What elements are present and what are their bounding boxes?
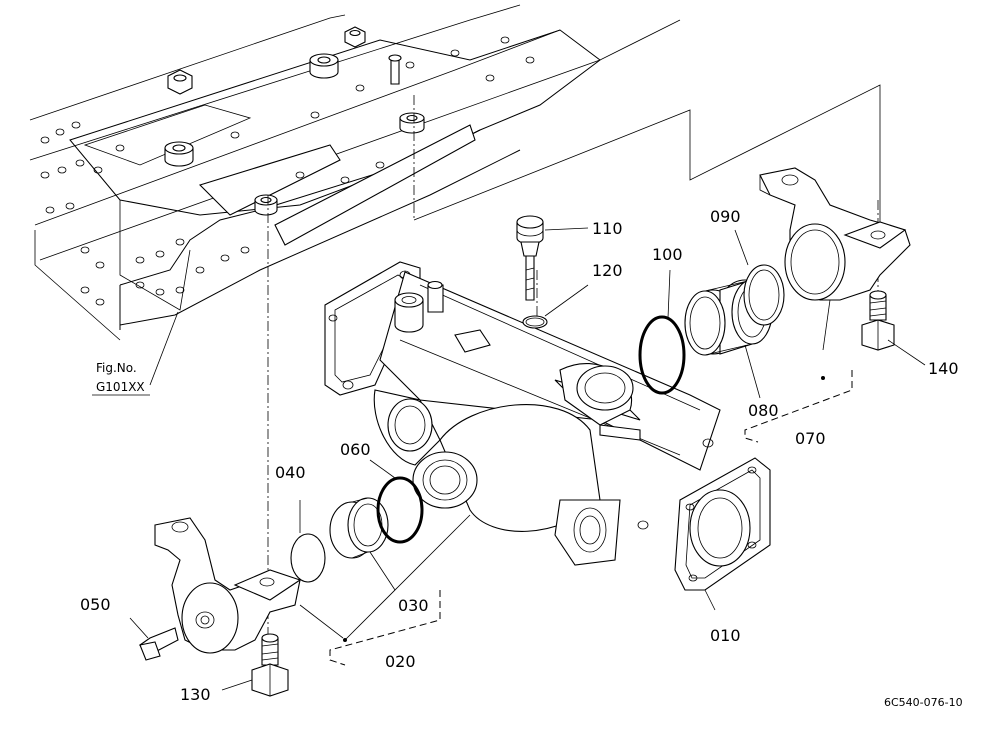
part-050-grease-fitting [129, 617, 179, 661]
callout-050: 050 [80, 595, 111, 614]
part-030-bushing [329, 497, 396, 591]
callouts: 010 020 030 040 050 060 070 080 090 100 … [80, 207, 959, 704]
part-090-ring [734, 229, 785, 326]
callout-010: 010 [710, 626, 741, 645]
callout-070: 070 [795, 429, 826, 448]
callout-030: 030 [398, 596, 429, 615]
figure-reference-line1: Fig.No. [96, 361, 137, 375]
tractor-frame [29, 4, 681, 386]
callout-060: 060 [340, 440, 371, 459]
callout-100: 100 [652, 245, 683, 264]
assembly-brackets [329, 370, 853, 666]
part-130-bolt [221, 633, 289, 697]
part-070-bracket [759, 167, 911, 380]
callout-140: 140 [928, 359, 959, 378]
part-020-bracket [154, 517, 347, 654]
figure-reference: Fig.No. G101XX [92, 361, 150, 396]
callout-020: 020 [385, 652, 416, 671]
part-010-axle-housing [324, 261, 771, 611]
drawing-number: 6C540-076-10 [884, 696, 963, 709]
callout-110: 110 [592, 219, 623, 238]
callout-080: 080 [748, 401, 779, 420]
callout-120: 120 [592, 261, 623, 280]
part-140-bolt [861, 290, 926, 366]
callout-040: 040 [275, 463, 306, 482]
part-100-o-ring [638, 269, 686, 395]
callout-090: 090 [710, 207, 741, 226]
part-040-cap [290, 500, 326, 583]
part-060-o-ring [369, 459, 424, 544]
callout-130: 130 [180, 685, 211, 704]
figure-reference-line2: G101XX [96, 380, 145, 394]
part-110-breather [516, 215, 589, 301]
part-120-o-ring [522, 284, 589, 329]
